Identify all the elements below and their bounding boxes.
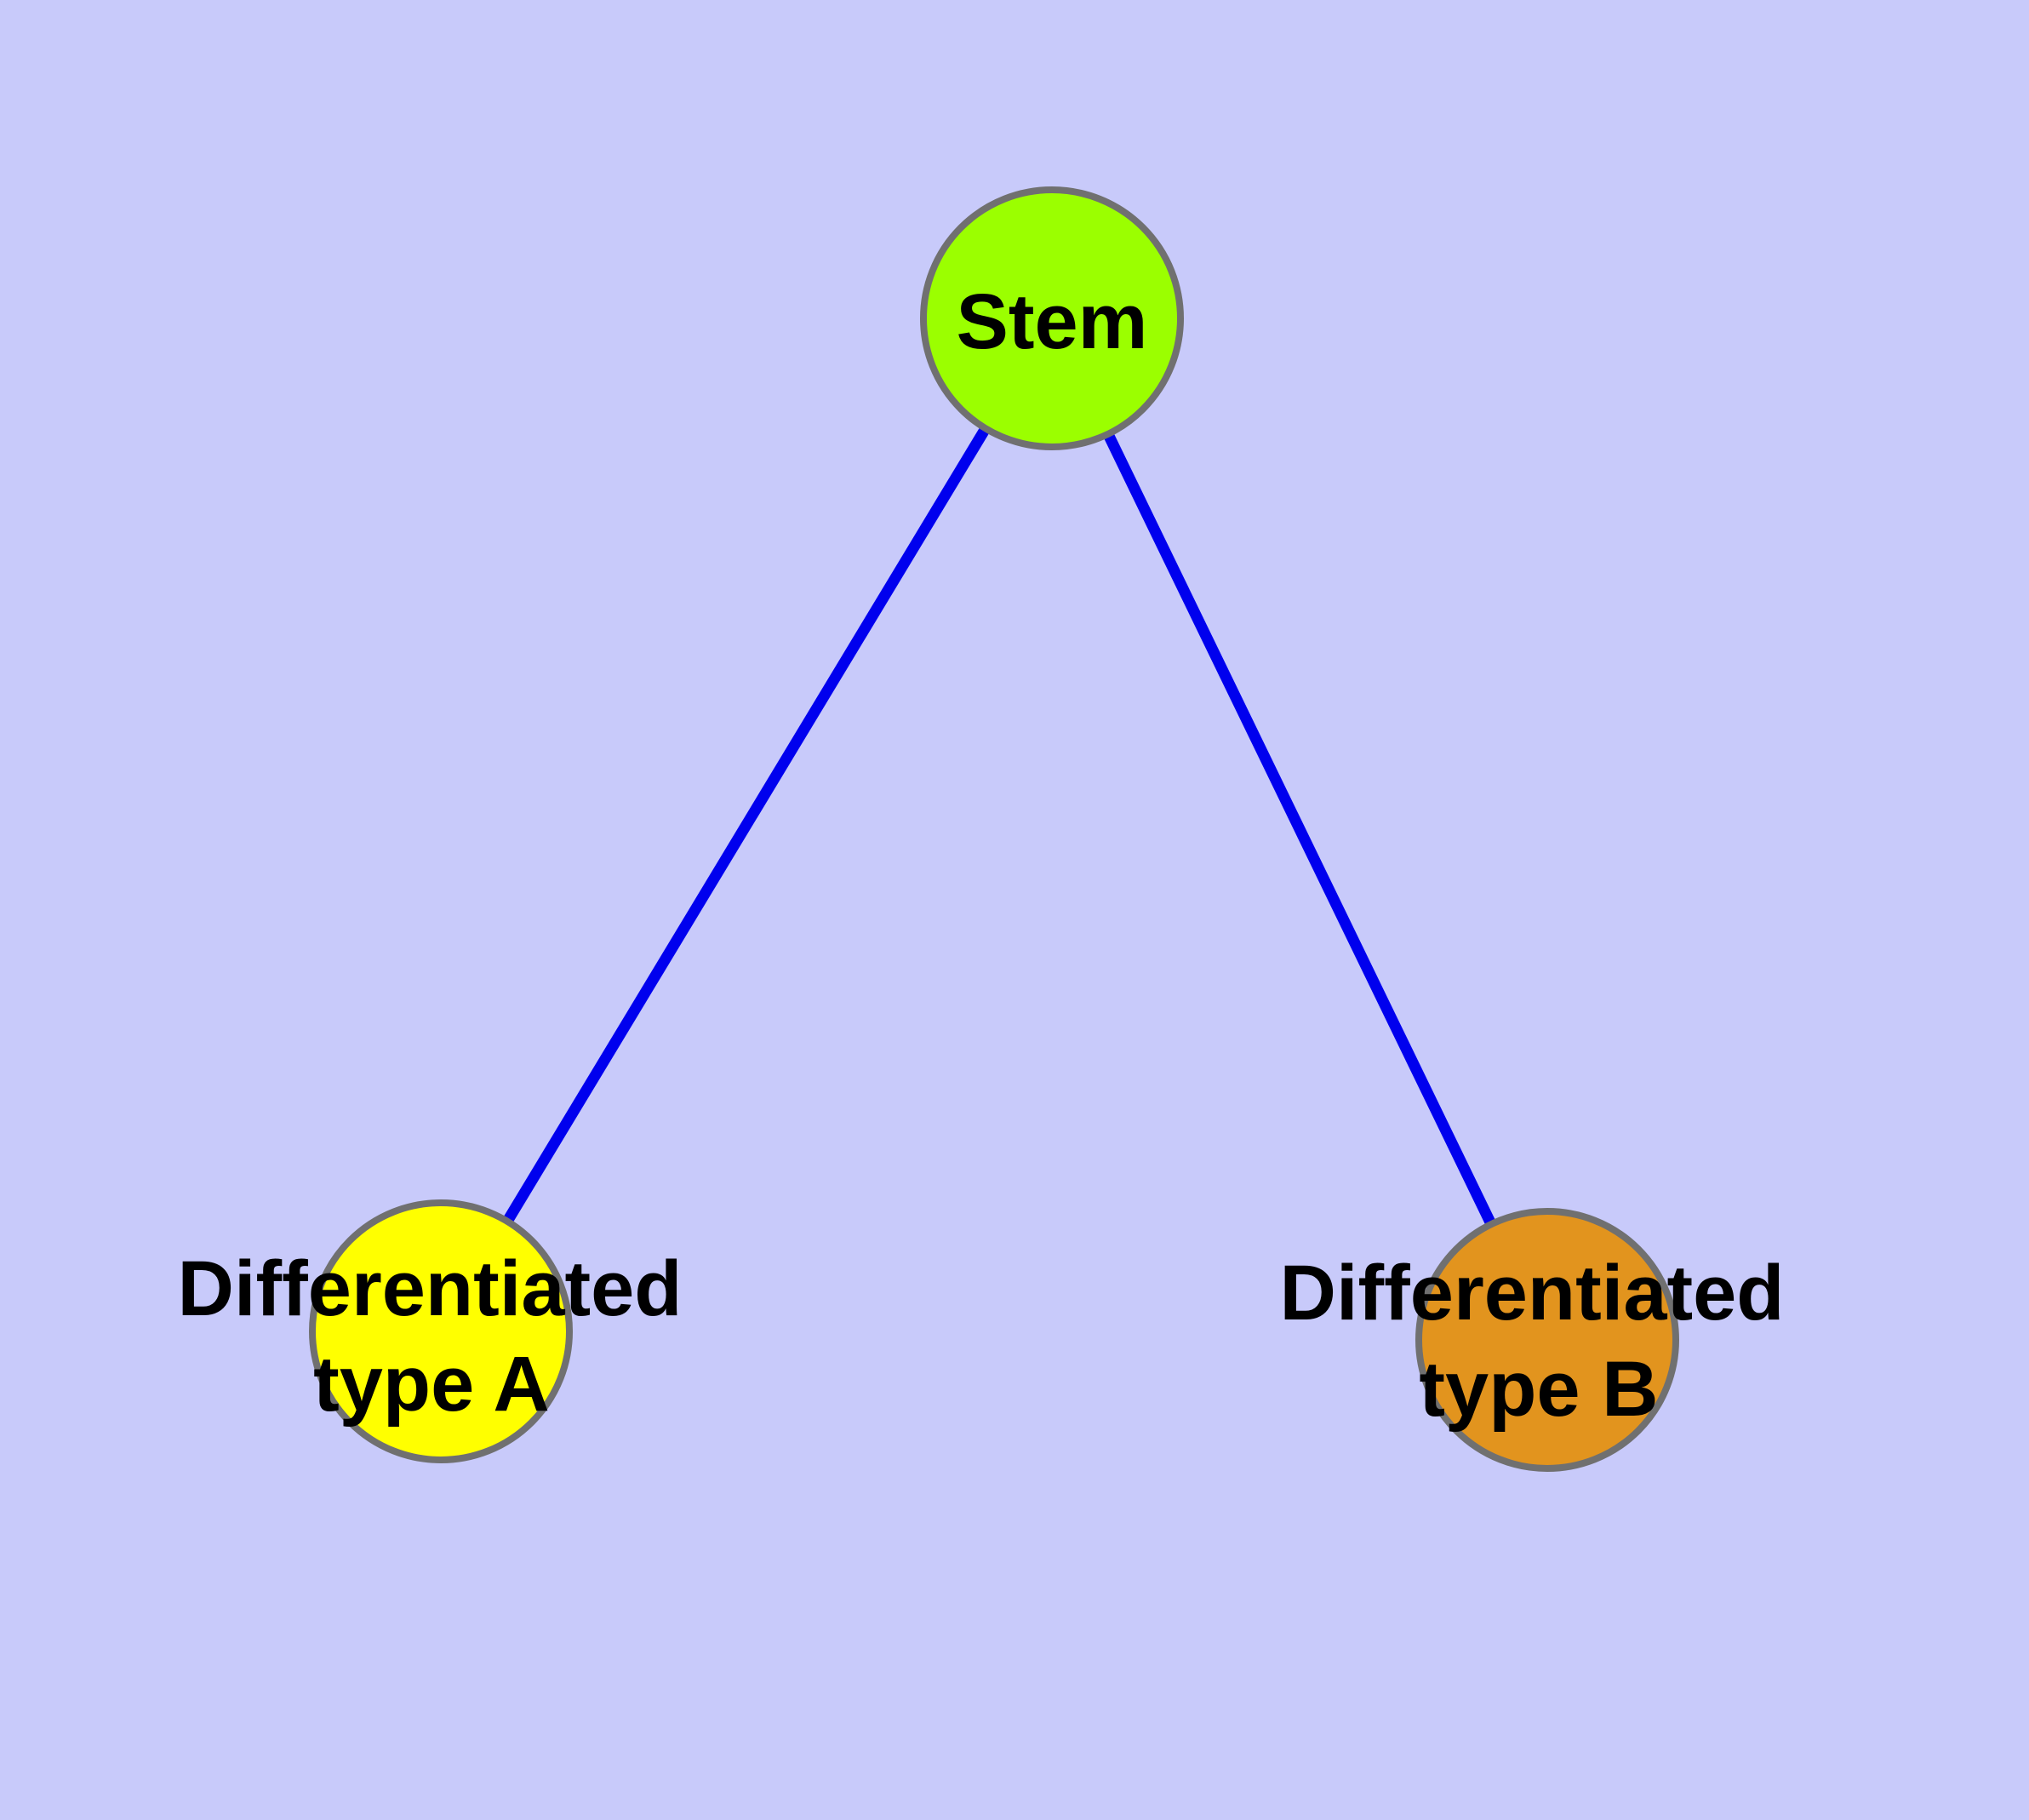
- node-differentiated-type-a: [309, 1199, 573, 1463]
- edge-stem-to-type-a: [436, 315, 1057, 1335]
- node-type-a-label-line1: Differentiated: [178, 1245, 683, 1332]
- node-stem-label: Stem: [957, 278, 1148, 365]
- node-type-a-label-line2: type A: [313, 1341, 550, 1428]
- node-type-b-label-line1: Differentiated: [1280, 1250, 1785, 1336]
- edge-stem-to-type-b: [1047, 316, 1552, 1342]
- node-stem: [920, 186, 1184, 450]
- node-differentiated-type-b: [1415, 1208, 1679, 1472]
- node-type-b-label-line2: type B: [1419, 1346, 1658, 1433]
